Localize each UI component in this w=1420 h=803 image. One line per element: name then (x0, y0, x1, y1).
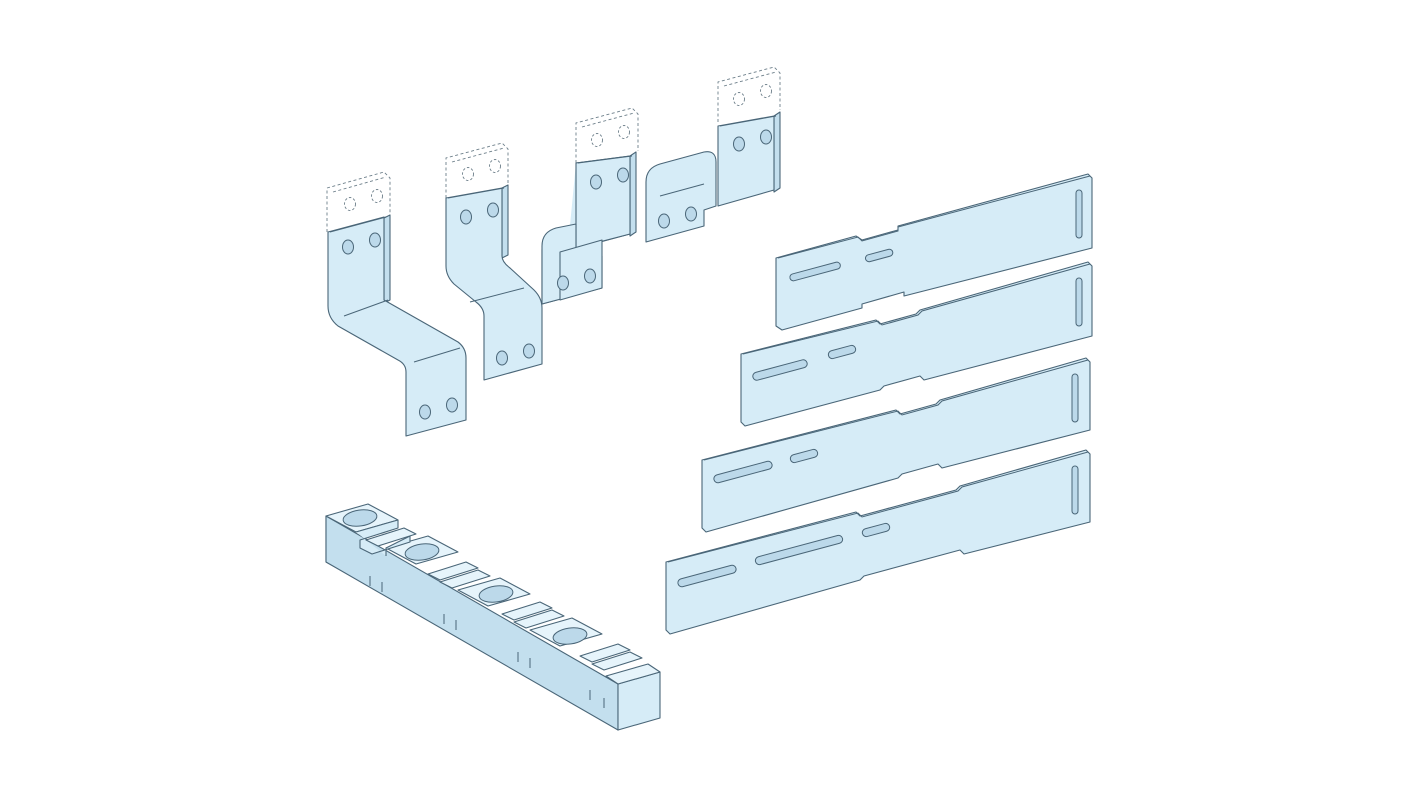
flat-bar-3 (701, 357, 1091, 533)
connection-bar-1 (326, 171, 467, 437)
connection-bar-4 (645, 66, 781, 243)
flat-bar-1 (775, 173, 1093, 331)
flat-bar-4 (665, 449, 1091, 635)
flat-bar-2 (740, 261, 1093, 427)
connection-bar-2 (445, 142, 543, 381)
busbar-support (325, 503, 661, 731)
connection-bar-3 (541, 107, 639, 305)
